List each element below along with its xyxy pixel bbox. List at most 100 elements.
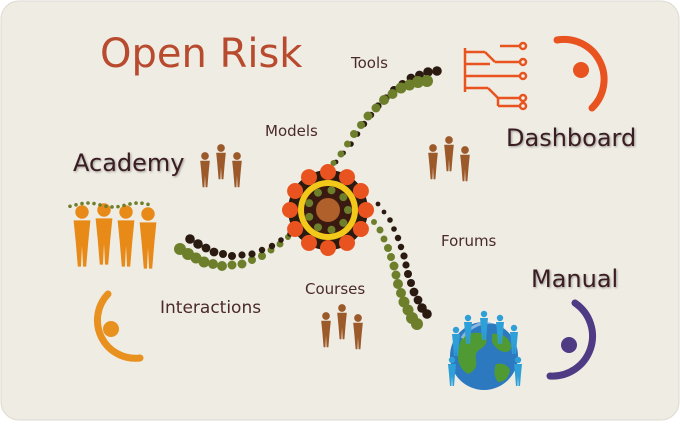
- hub-green-dot: [314, 223, 322, 232]
- hub-green-dot: [305, 212, 314, 221]
- spiral-dot: [228, 252, 236, 260]
- person-icon: [452, 326, 460, 356]
- hub-icon: [282, 164, 374, 256]
- interactions-label[interactable]: Interactions: [160, 298, 262, 318]
- spiral-dot: [391, 270, 401, 280]
- hub-petal: [282, 202, 298, 218]
- spiral-dot: [237, 259, 247, 269]
- hub-green-dot: [339, 193, 348, 202]
- garland-dot: [122, 203, 126, 208]
- spiral-dot: [413, 295, 423, 305]
- spiral-dot: [185, 234, 195, 244]
- spiral-dot: [344, 140, 351, 148]
- spiral-dot: [395, 82, 407, 94]
- person-icon: [428, 144, 438, 180]
- courses-label[interactable]: Courses: [305, 280, 366, 298]
- academy-label[interactable]: Academy: [73, 149, 185, 177]
- spiral-dot: [278, 237, 284, 243]
- dashboard-arc-icon[interactable]: [553, 35, 608, 112]
- page-title: Open Risk: [100, 31, 303, 77]
- spiral-dot: [380, 235, 388, 243]
- garland-dot: [134, 201, 138, 205]
- spiral-dot: [193, 239, 203, 249]
- spiral-dot: [393, 279, 403, 289]
- spiral-dot: [258, 252, 266, 260]
- forums-label[interactable]: Forums: [441, 232, 497, 250]
- spiral-dot: [209, 247, 219, 257]
- spiral-dot: [396, 288, 406, 298]
- spiral-dot: [387, 217, 393, 223]
- spiral-dot: [350, 130, 358, 138]
- spiral-dot: [330, 160, 337, 166]
- models-label[interactable]: Models: [265, 122, 318, 140]
- hub-petal: [287, 183, 304, 199]
- person-icon: [139, 207, 157, 269]
- hub-petal: [287, 221, 304, 237]
- person-icon: [321, 312, 331, 348]
- spiral-dot: [379, 95, 389, 105]
- spiral-dot: [174, 243, 186, 255]
- person-icon: [448, 356, 456, 386]
- spiral-dot: [409, 287, 419, 297]
- spiral-dot: [387, 89, 398, 99]
- manual-label[interactable]: Manual: [531, 265, 619, 293]
- spiral-dot: [422, 309, 432, 319]
- person-icon: [496, 314, 504, 344]
- tools-label[interactable]: Tools: [351, 54, 388, 72]
- hub-green-dot: [305, 199, 314, 208]
- globe-icon[interactable]: [450, 320, 518, 390]
- spiral-dot: [227, 260, 237, 270]
- circuit-icon[interactable]: [463, 41, 528, 111]
- garland-dot: [68, 204, 72, 209]
- spiral-dot: [384, 244, 392, 252]
- hub-green-dot: [314, 188, 322, 197]
- spiral-dot: [375, 201, 381, 207]
- hub-green-dot: [327, 186, 336, 195]
- spiral-dot: [421, 75, 433, 87]
- academy-arc-icon[interactable]: [93, 290, 144, 362]
- spiral-dot: [407, 279, 415, 287]
- person-icon: [480, 310, 488, 340]
- spiral-dot: [411, 318, 423, 330]
- person-icon: [353, 314, 363, 350]
- person-icon: [514, 356, 522, 386]
- spiral-dot: [394, 234, 402, 242]
- garland-dot: [128, 202, 132, 206]
- garland-dot: [86, 201, 90, 205]
- dashboard-label[interactable]: Dashboard: [506, 124, 637, 152]
- spiral-dot: [219, 250, 227, 258]
- hub-petal: [320, 164, 336, 180]
- hub-green-dot: [344, 206, 352, 214]
- person-icon: [73, 205, 91, 267]
- hub-petal: [358, 202, 374, 218]
- hub-petal: [339, 234, 355, 251]
- person-icon: [232, 152, 242, 188]
- garland-dot: [98, 203, 102, 207]
- garland-dot: [116, 204, 120, 209]
- spiral-dot: [208, 259, 218, 269]
- person-icon: [510, 324, 518, 354]
- garland-dot: [80, 201, 84, 206]
- spiral-dot: [432, 66, 442, 76]
- spiral-dot: [201, 243, 211, 253]
- spiral-dot: [397, 243, 405, 251]
- spiral-dot: [376, 226, 384, 234]
- spiral-dot: [268, 242, 276, 250]
- person-icon: [444, 136, 454, 172]
- spiral-dot: [387, 253, 395, 261]
- spiral-dot: [248, 250, 256, 258]
- spiral-dot: [389, 261, 399, 271]
- garland-dot: [110, 205, 114, 209]
- person-icon: [460, 146, 470, 182]
- hub-center: [316, 198, 340, 222]
- spiral-dot: [371, 103, 381, 113]
- spiral-dot: [404, 270, 412, 278]
- hub-petal: [339, 169, 355, 186]
- person-icon: [200, 152, 210, 188]
- hub-petal: [352, 183, 369, 199]
- spiral-dot: [412, 76, 424, 88]
- manual-arc-icon[interactable]: [546, 299, 596, 380]
- person-icon: [117, 205, 135, 267]
